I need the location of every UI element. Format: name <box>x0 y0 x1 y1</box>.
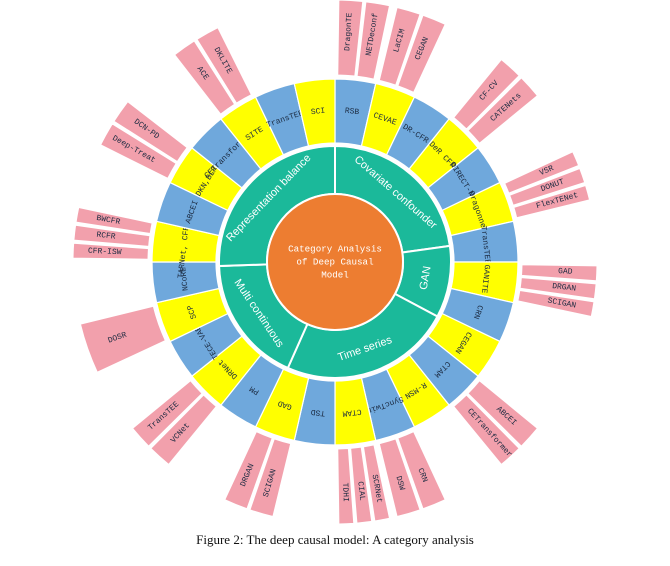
outer-method-box <box>517 289 595 318</box>
method-label: RSB <box>344 107 360 118</box>
figure-caption: Figure 2: The deep causal model: A categ… <box>196 532 474 547</box>
outer-method-box <box>79 305 166 373</box>
outer-method-box <box>356 1 391 80</box>
outer-method-box <box>249 438 292 518</box>
outer-method-box <box>99 123 177 180</box>
center-title-line: of Deep Causal <box>296 257 373 268</box>
outer-method-box <box>362 444 391 522</box>
outer-method-box <box>350 446 373 524</box>
outer-method-box <box>174 40 236 115</box>
outer-method-box <box>75 206 153 235</box>
outer-method-box <box>397 14 446 93</box>
method-label: CTAM <box>342 407 362 418</box>
outer-method-box <box>467 77 539 144</box>
outer-method-box <box>467 380 539 447</box>
outer-method-box <box>509 167 586 206</box>
outer-method-box <box>337 0 364 77</box>
outer-method-box <box>453 394 520 466</box>
method-label: TransTEE <box>478 226 491 265</box>
outer-method-label: CIAL <box>355 481 366 501</box>
outer-method-label: CFR-ISW <box>88 247 122 257</box>
outer-method-box <box>131 380 203 447</box>
outer-method-box <box>150 394 217 466</box>
outer-method-label: DragonTE <box>343 12 354 51</box>
outer-method-label: DRGAN <box>552 282 577 294</box>
outer-method-box <box>337 447 355 525</box>
outer-method-box <box>378 438 421 518</box>
method-label: GANITE <box>479 264 491 294</box>
category-label: GAN <box>418 265 434 291</box>
outer-method-box <box>73 224 151 247</box>
outer-method-box <box>513 184 591 219</box>
method-label: TSD <box>310 407 326 418</box>
outer-method-box <box>519 277 597 300</box>
outer-method-box <box>378 6 421 86</box>
outer-method-box <box>520 264 598 282</box>
outer-method-box <box>397 431 446 510</box>
outer-method-box <box>196 26 253 104</box>
outer-method-box <box>504 151 580 194</box>
outer-method-box <box>453 58 520 130</box>
outer-method-label: TDHI <box>340 482 350 502</box>
center-title-line: Model <box>321 270 349 281</box>
outer-method-label: DSW <box>393 475 406 492</box>
method-label: PM <box>248 383 261 396</box>
outer-method-box <box>72 242 150 260</box>
outer-method-label: GAD <box>558 267 573 277</box>
center-title-line: Category Analysis <box>288 244 382 255</box>
outer-method-label: RCFR <box>96 231 116 242</box>
center-circle <box>266 193 404 331</box>
method-label: SCI <box>310 107 325 118</box>
outer-method-box <box>224 431 273 510</box>
outer-method-label: BWCFR <box>96 214 121 227</box>
method-label: NCoRE <box>179 266 191 291</box>
outer-method-box <box>113 101 188 163</box>
